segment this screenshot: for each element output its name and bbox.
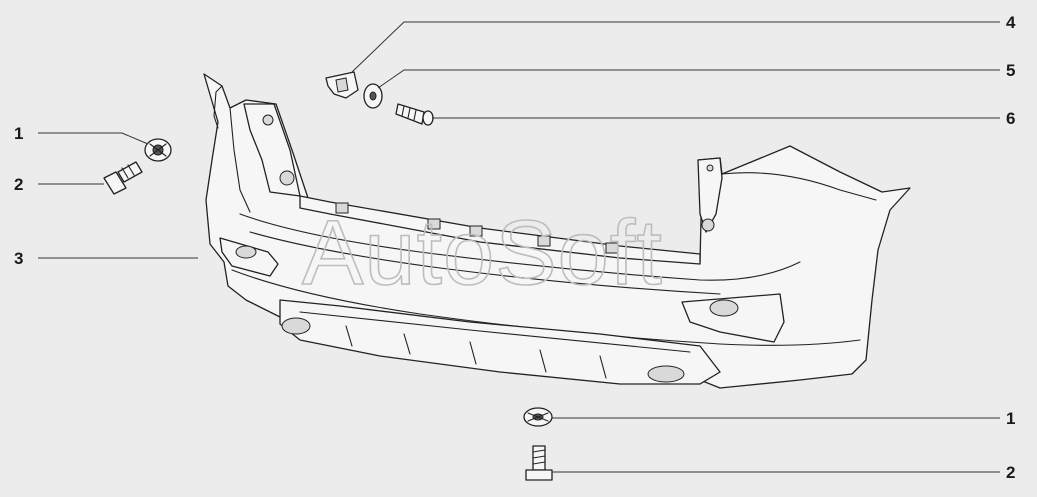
callout-3-left: 3 (14, 249, 23, 268)
rear-bumper (203, 73, 911, 389)
callout-4-top: 4 (1006, 13, 1016, 32)
leader-lines (38, 21, 1000, 473)
watermark-text: AutoSoft (302, 202, 663, 304)
callout-6-top: 6 (1006, 109, 1015, 128)
bolt-bottom (525, 445, 553, 481)
callout-1-left: 1 (14, 124, 23, 143)
washer-bottom (523, 407, 553, 427)
bolt-left (103, 161, 143, 195)
callout-1-right: 1 (1006, 409, 1015, 428)
callout-5-top: 5 (1006, 61, 1015, 80)
screw-top (395, 103, 434, 126)
callout-2-right: 2 (1006, 463, 1015, 482)
clip-nut (325, 71, 359, 99)
callout-2-left: 2 (14, 175, 23, 194)
washer-top (363, 83, 383, 109)
washer-left (144, 138, 172, 162)
